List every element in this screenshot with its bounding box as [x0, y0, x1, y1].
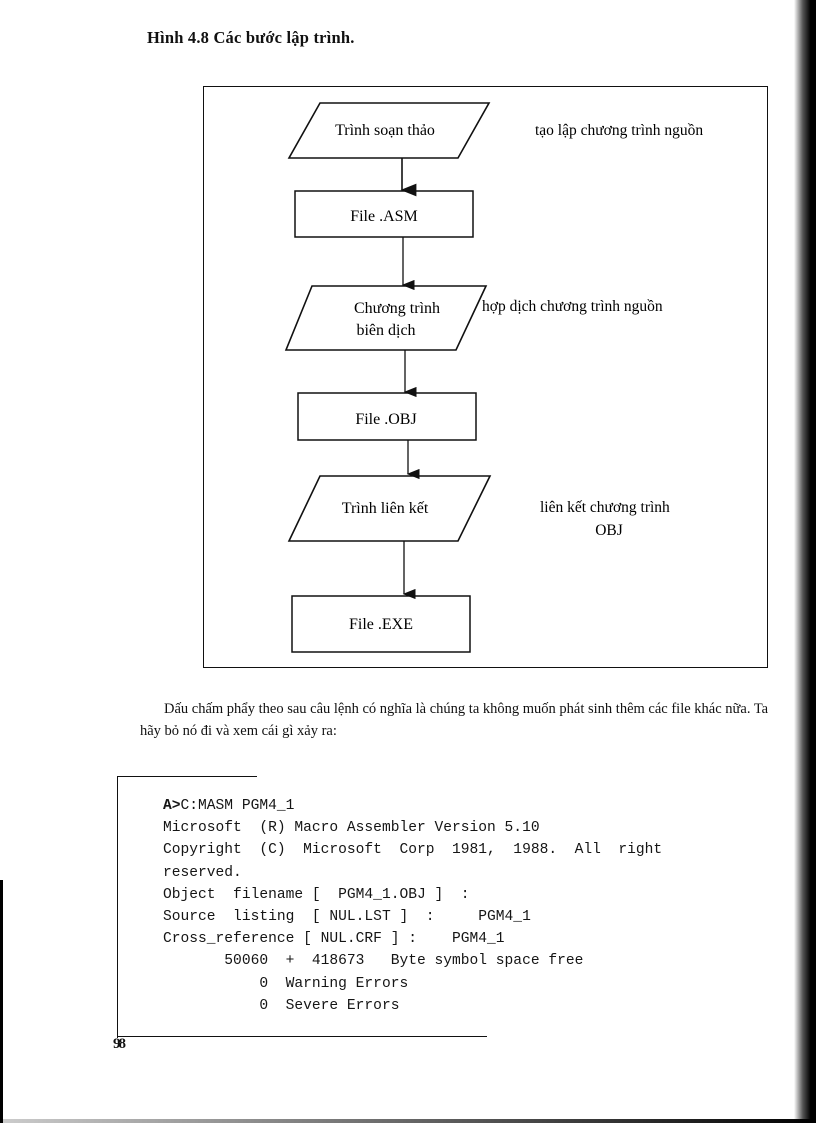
step-asm-label: File .ASM [350, 208, 418, 225]
output-line: Microsoft (R) Macro Assembler Version 5.… [163, 820, 540, 837]
output-line: Cross_reference [ NUL.CRF ] : PGM4_1 [163, 931, 505, 948]
output-line: 0 Severe Errors [163, 997, 400, 1014]
step-asm-file: File .ASM [294, 190, 474, 238]
step-assembler-note: hợp dịch chương trình nguồn [482, 298, 663, 315]
step-linker: Trình liên kết liên kết chương trình OBJ [287, 475, 670, 542]
flowchart: Trình soạn thảo tạo lập chương trình ngu… [284, 102, 703, 653]
output-line: 50060 + 418673 Byte symbol space free [163, 953, 584, 970]
scan-edge-left [0, 880, 3, 1123]
figure-title: Hình 4.8 Các bước lập trình. [147, 28, 355, 47]
output-line: 0 Warning Errors [163, 975, 409, 992]
step-linker-note-1: liên kết chương trình [540, 499, 670, 516]
output-line: reserved. [163, 864, 242, 881]
scan-edge-bottom [0, 1119, 816, 1123]
page-number: 98 [113, 1036, 126, 1052]
command-text: C:MASM PGM4_1 [180, 798, 295, 814]
step-linker-note-2: OBJ [595, 522, 623, 539]
flowchart-frame [203, 86, 768, 668]
step-exe-file: File .EXE [291, 595, 471, 653]
output-line: Copyright (C) Microsoft Corp 1981, 1988.… [163, 842, 663, 859]
step-assembler-label-1: Chương trình [354, 300, 440, 317]
listing-border-bottom [117, 1036, 487, 1037]
command-line: A>C:MASM PGM4_1 [163, 795, 793, 817]
scan-edge-right [794, 0, 816, 1123]
dos-prompt: A> [163, 798, 181, 814]
step-obj-file: File .OBJ [297, 392, 477, 441]
listing-border-left [117, 776, 118, 1038]
step-editor-note: tạo lập chương trình nguồn [535, 122, 703, 139]
step-editor-label: Trình soạn thảo [335, 122, 435, 139]
body-paragraph: Dấu chấm phẩy theo sau câu lệnh có nghĩa… [140, 701, 769, 739]
step-assembler-label-2: biên dịch [356, 322, 415, 339]
output-line: Source listing [ NUL.LST ] : PGM4_1 [163, 909, 531, 926]
listing-border-top [117, 776, 257, 777]
step-obj-label: File .OBJ [355, 411, 416, 428]
step-editor: Trình soạn thảo tạo lập chương trình ngu… [287, 102, 703, 159]
step-linker-label: Trình liên kết [342, 500, 429, 517]
output-line: Object filename [ PGM4_1.OBJ ] : [163, 886, 470, 903]
step-exe-label: File .EXE [349, 616, 413, 633]
step-assembler: Chương trình biên dịch hợp dịch chương t… [284, 285, 663, 351]
